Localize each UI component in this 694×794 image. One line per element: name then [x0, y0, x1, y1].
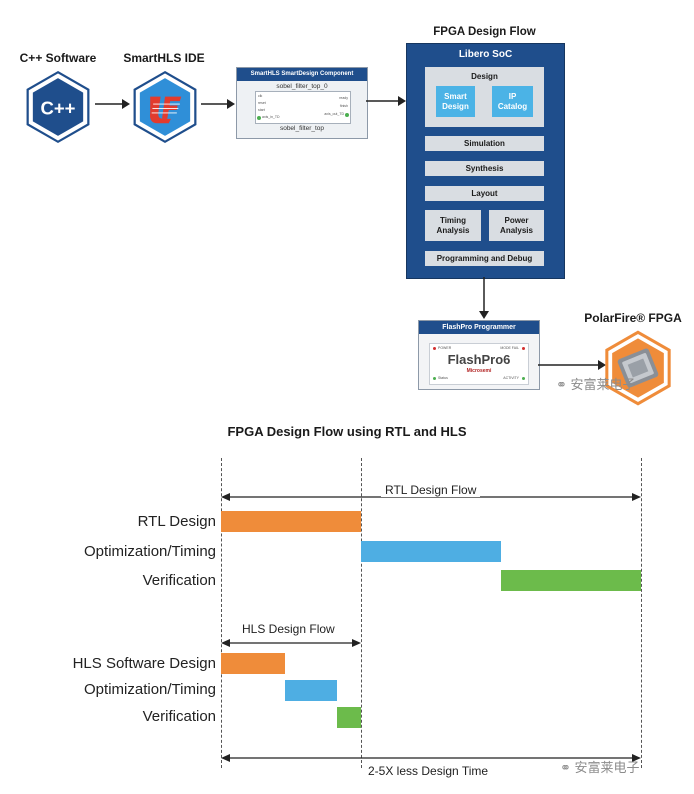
arrow-cpp-to-ide: [95, 99, 130, 109]
component-card-title: SmartHLS SmartDesign Component: [237, 68, 367, 81]
smart-design-box: Smart Design: [436, 86, 475, 117]
programming-debug-box: Programming and Debug: [425, 251, 544, 266]
rtl-bar-design: [221, 511, 361, 532]
port-right-2: axis_out_TD: [324, 112, 344, 116]
hls-row-label-0: HLS Software Design: [72, 655, 216, 672]
port-left-2: start: [258, 108, 265, 112]
flashpro-power-label: POWER: [438, 346, 452, 350]
cpp-software-title: C++ Software: [19, 51, 97, 65]
smartdesign-component-card: SmartHLS SmartDesign Component sobel_fil…: [236, 67, 368, 139]
watermark-top-text: 安富莱电子: [570, 377, 636, 392]
wechat-icon: ⚭: [556, 377, 567, 392]
hls-flow-span-arrow: [221, 639, 361, 647]
flashpro-programmer-card: FlashPro Programmer POWER MODE FAIL Flas…: [418, 320, 540, 390]
port-left-1: reset: [258, 101, 266, 105]
rtl-bar-verification: [501, 570, 641, 591]
guide-line-rtl-design-end: [361, 458, 362, 768]
watermark-bottom-text: 安富莱电子: [574, 760, 640, 775]
libero-soc-title: Libero SoC: [458, 49, 513, 60]
bottom-chart-title: FPGA Design Flow using RTL and HLS: [227, 424, 467, 439]
hls-bar-design: [221, 653, 286, 674]
guide-line-rtl-end: [641, 458, 642, 768]
rtl-row-label-0: RTL Design: [137, 513, 216, 530]
flashpro-status-label: Status: [438, 376, 448, 380]
hls-row-label-2: Verification: [142, 708, 216, 725]
guide-line-start: [221, 458, 222, 768]
hls-bar-verification: [337, 707, 361, 728]
flashpro-activity-label: ACTIVITY: [503, 376, 519, 380]
timing-analysis-box: Timing Analysis: [425, 210, 481, 241]
rtl-flow-label: RTL Design Flow: [381, 483, 481, 497]
component-module-name: sobel_filter_top: [279, 125, 325, 132]
power-led-icon: [433, 347, 436, 350]
layout-box: Layout: [425, 186, 544, 201]
component-instance-name: sobel_filter_top_0: [276, 83, 328, 90]
watermark-top: ⚭ 安富莱电子: [556, 374, 636, 393]
simulation-box: Simulation: [425, 136, 544, 151]
arrow-flashpro-to-polarfire: [538, 360, 606, 370]
cpp-icon-text: C++: [41, 97, 76, 118]
port-left-3: axis_in_TD: [262, 115, 280, 119]
rtl-bar-timing: [361, 541, 501, 562]
fpga-design-flow-title: FPGA Design Flow: [433, 26, 536, 38]
wechat-icon-bottom: ⚭: [560, 760, 571, 775]
design-group: Design Smart Design IP Catalog: [425, 67, 544, 127]
flashpro-card-title: FlashPro Programmer: [419, 321, 539, 334]
arrow-component-to-fpga: [366, 96, 406, 106]
design-group-label: Design: [471, 72, 498, 81]
flashpro-device: POWER MODE FAIL FlashPro6 Microsemi Stat…: [429, 343, 529, 385]
hls-bar-timing: [285, 680, 338, 701]
component-block: clk reset start axis_in_TD ready finish …: [255, 91, 351, 124]
arrow-fpga-to-flashpro: [479, 277, 489, 319]
status-led-icon: [433, 377, 436, 380]
port-right-0: ready: [339, 96, 348, 100]
smarthls-logo-hex-icon: [128, 70, 202, 144]
port-green-dot-left: [257, 116, 261, 120]
design-time-span-arrow: [221, 754, 641, 762]
design-time-label: 2-5X less Design Time: [364, 764, 493, 778]
rtl-flow-span-arrow: [221, 493, 641, 501]
rtl-row-label-2: Verification: [142, 572, 216, 589]
synthesis-box: Synthesis: [425, 161, 544, 176]
hls-flow-label: HLS Design Flow: [238, 622, 339, 636]
ip-catalog-box: IP Catalog: [492, 86, 533, 117]
port-left-0: clk: [258, 94, 263, 98]
rtl-row-label-1: Optimization/Timing: [84, 543, 216, 560]
hls-row-label-1: Optimization/Timing: [84, 681, 216, 698]
watermark-bottom: ⚭ 安富莱电子: [560, 757, 640, 776]
mode-led-icon: [522, 347, 525, 350]
libero-soc-panel: Libero SoC Design Smart Design IP Catalo…: [406, 43, 565, 279]
activity-led-icon: [522, 377, 525, 380]
smarthls-ide-title: SmartHLS IDE: [123, 51, 205, 65]
port-green-dot-right: [345, 113, 349, 117]
flashpro-vendor: Microsemi: [466, 368, 492, 374]
flashpro-mode-label: MODE FAIL: [500, 346, 519, 350]
power-analysis-box: Power Analysis: [489, 210, 544, 241]
port-right-1: finish: [339, 104, 348, 108]
flashpro-brand: FlashPro6: [447, 352, 511, 367]
arrow-ide-to-component: [201, 99, 235, 109]
cpp-hex-icon: C++: [21, 70, 95, 144]
polarfire-fpga-title: PolarFire® FPGA: [584, 311, 682, 325]
polarfire-chip-hex-icon: [600, 330, 676, 406]
